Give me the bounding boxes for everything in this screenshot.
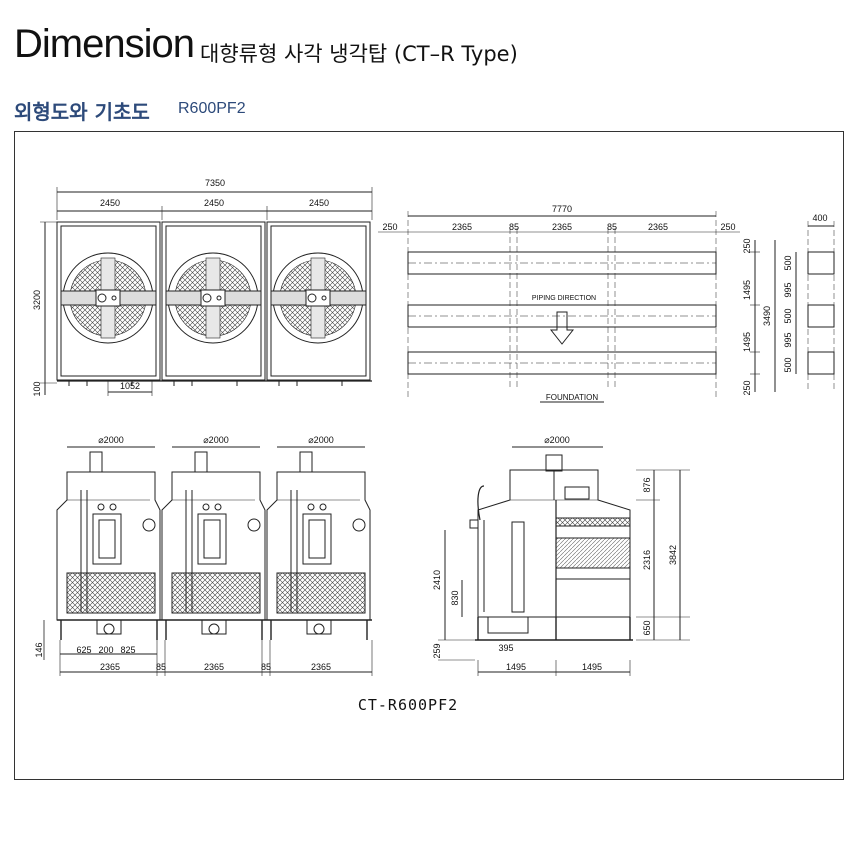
front-hole-a-1 — [97, 503, 105, 511]
front-door-inner-1 — [98, 519, 116, 559]
page-title: Dimension — [14, 22, 195, 66]
front-port-1 — [142, 518, 156, 532]
dim-sd-876: 876 — [642, 477, 652, 492]
dim-found-span-3: 2365 — [648, 222, 668, 232]
top-view — [40, 187, 373, 396]
dim-strip-seg-5: 500 — [783, 357, 793, 372]
front-motor-2 — [194, 451, 208, 473]
foundation-label: FOUNDATION — [546, 393, 599, 402]
dim-sd-3842: 3842 — [668, 545, 678, 565]
dim-found-gap-1: 85 — [509, 222, 519, 232]
dim-top-base: 100 — [32, 381, 42, 396]
fan-dia-2: ⌀2000 — [203, 435, 228, 445]
fan-motor-3 — [307, 293, 317, 303]
front-drain-1 — [103, 623, 115, 635]
dim-found-h3: 1495 — [742, 332, 752, 352]
dim-found-edge-left: 250 — [382, 222, 397, 232]
front-basin-1 — [96, 619, 122, 635]
dim-found-total: 7770 — [552, 204, 572, 214]
front-hole-b-3 — [319, 503, 327, 511]
dim-sd-1495-2: 1495 — [582, 662, 602, 672]
top-cell-2 — [161, 221, 266, 381]
dim-top-unit-3: 2450 — [309, 198, 329, 208]
fan-dia-1: ⌀2000 — [98, 435, 123, 445]
front-basin-3 — [306, 619, 332, 635]
dim-top-offset: 1052 — [120, 381, 140, 391]
front-louver-1 — [66, 572, 156, 614]
front-motor-1 — [89, 451, 103, 473]
dim-found-gap-2: 85 — [607, 222, 617, 232]
dim-sd-2316: 2316 — [642, 550, 652, 570]
dim-found-h1: 250 — [742, 238, 752, 253]
dim-strip-seg-4: 995 — [783, 332, 793, 347]
dim-fr-span-3: 2365 — [311, 662, 331, 672]
dim-found-h2: 1495 — [742, 280, 752, 300]
dim-fr-gap-1: 85 — [156, 662, 166, 672]
dim-sd-259: 259 — [432, 643, 442, 658]
front-door-3 — [302, 513, 332, 565]
front-louver-3 — [276, 572, 366, 614]
dim-fr-146: 146 — [34, 642, 44, 657]
front-door-2 — [197, 513, 227, 565]
dim-found-total-h: 3490 — [762, 306, 772, 326]
dim-fr-span-1: 2365 — [100, 662, 120, 672]
front-drain-2 — [208, 623, 220, 635]
dim-strip-width: 400 — [812, 213, 827, 223]
dim-sd-1495-1: 1495 — [506, 662, 526, 672]
front-door-inner-3 — [308, 519, 326, 559]
dim-top-height: 3200 — [32, 290, 42, 310]
dim-fr-span-2: 2365 — [204, 662, 224, 672]
front-port-2 — [247, 518, 261, 532]
dim-sd-830: 830 — [450, 590, 460, 605]
fan-motor-1 — [97, 293, 107, 303]
dim-found-h4: 250 — [742, 380, 752, 395]
dim-sd-650: 650 — [642, 620, 652, 635]
foundation-plan — [378, 211, 835, 403]
dim-top-total: 7350 — [205, 178, 225, 188]
front-port-3 — [352, 518, 366, 532]
dim-strip-seg-2: 995 — [783, 282, 793, 297]
dim-top-unit-1: 2450 — [100, 198, 120, 208]
section-title: 외형도와 기초도 — [14, 100, 150, 124]
fan-motor-2 — [202, 293, 212, 303]
fan-shaft-1 — [111, 295, 117, 301]
dim-strip-seg-1: 500 — [783, 255, 793, 270]
fan-dia-3: ⌀2000 — [308, 435, 333, 445]
front-louver-2 — [171, 572, 261, 614]
page-subtitle: 대향류형 사각 냉각탑 (CT–R Type) — [200, 42, 518, 66]
front-motor-3 — [299, 451, 313, 473]
dim-sd-2410: 2410 — [432, 570, 442, 590]
dim-fr-b1: 625 — [76, 645, 91, 655]
front-hole-a-2 — [202, 503, 210, 511]
section-model: R600PF2 — [178, 100, 246, 117]
dim-strip-seg-3: 500 — [783, 308, 793, 323]
dim-fr-b3: 825 — [120, 645, 135, 655]
dim-fr-gap-2: 85 — [261, 662, 271, 672]
top-cell-1 — [56, 221, 161, 381]
dim-sd-395: 395 — [498, 643, 513, 653]
front-door-1 — [92, 513, 122, 565]
dim-found-edge-right: 250 — [720, 222, 735, 232]
front-drain-3 — [313, 623, 325, 635]
side-elevation — [438, 446, 690, 676]
fan-shaft-2 — [216, 295, 222, 301]
top-cell-3 — [266, 221, 371, 381]
fan-shaft-3 — [321, 295, 327, 301]
dim-fr-b2: 200 — [98, 645, 113, 655]
dim-top-unit-2: 2450 — [204, 198, 224, 208]
drawing-frame — [14, 131, 844, 780]
piping-direction-label: PIPING DIRECTION — [532, 295, 596, 302]
front-hole-a-3 — [307, 503, 315, 511]
front-door-inner-2 — [203, 519, 221, 559]
front-elevation — [43, 446, 373, 676]
front-hole-b-2 — [214, 503, 222, 511]
fan-dia-side: ⌀2000 — [544, 435, 569, 445]
front-basin-2 — [201, 619, 227, 635]
dim-found-span-1: 2365 — [452, 222, 472, 232]
dim-found-span-2: 2365 — [552, 222, 572, 232]
drawing-caption: CT-R600PF2 — [358, 696, 458, 714]
front-hole-b-1 — [109, 503, 117, 511]
